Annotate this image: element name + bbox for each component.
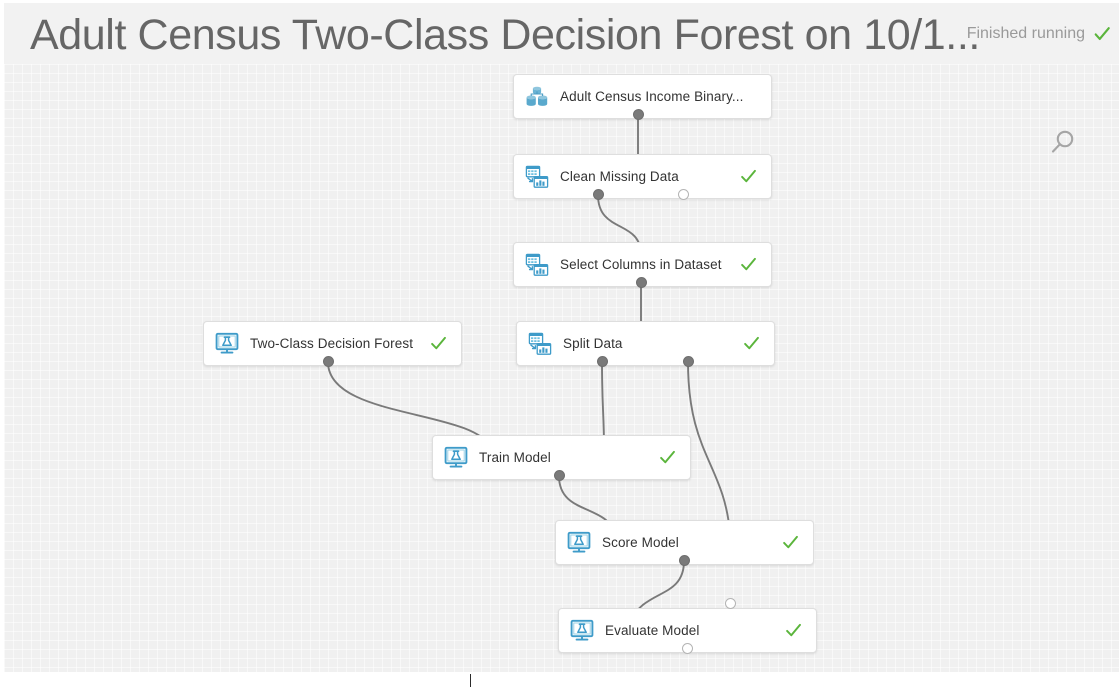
node-label: Train Model (479, 450, 551, 465)
node-label: Evaluate Model (605, 623, 700, 638)
check-icon (786, 623, 801, 637)
check-icon (1094, 27, 1110, 41)
node-label: Clean Missing Data (560, 169, 679, 184)
node-label: Score Model (602, 535, 679, 550)
port-select-columns-in-dataset-bottom[interactable] (635, 276, 647, 288)
port-split-data-bottom[interactable] (596, 355, 608, 367)
text-cursor (470, 674, 471, 687)
port-evaluate-model-top[interactable] (724, 597, 736, 609)
port-evaluate-model-bottom[interactable] (681, 642, 693, 654)
data-transform-icon (525, 253, 549, 276)
bottom-strip (0, 672, 1119, 687)
node-label: Adult Census Income Binary... (560, 89, 744, 104)
experiment-header: Adult Census Two-Class Decision Forest o… (4, 3, 1119, 67)
node-split-data[interactable]: Split Data (516, 321, 775, 366)
check-icon (660, 450, 675, 464)
port-split-data-bottom[interactable] (682, 355, 694, 367)
edge-split-data-to-score-model (687, 361, 735, 535)
data-transform-icon (528, 332, 552, 355)
node-label: Two-Class Decision Forest (250, 336, 414, 351)
port-score-model-bottom[interactable] (678, 554, 690, 566)
status-label: Finished running (966, 25, 1085, 42)
port-train-model-bottom[interactable] (553, 469, 565, 481)
ml-module-icon (444, 446, 468, 468)
page-title: Adult Census Two-Class Decision Forest o… (30, 11, 980, 59)
port-clean-missing-data-bottom[interactable] (677, 188, 689, 200)
ml-module-icon (570, 619, 594, 641)
check-icon (741, 169, 756, 183)
ml-module-icon (567, 531, 591, 553)
node-clean-missing-data[interactable]: Clean Missing Data (513, 154, 772, 199)
port-adult-census-income-binary-bottom[interactable] (632, 108, 644, 120)
port-clean-missing-data-bottom[interactable] (592, 188, 604, 200)
search-icon[interactable] (1046, 126, 1080, 160)
run-status: Finished running (967, 25, 1111, 43)
check-icon (431, 336, 446, 350)
ml-module-icon (215, 332, 239, 354)
check-icon (783, 535, 798, 549)
graph-canvas[interactable]: Adult Census Income Binary... Clean Missi… (4, 64, 1119, 672)
port-two-class-decision-forest-bottom[interactable] (322, 355, 334, 367)
check-icon (744, 336, 759, 350)
node-label: Select Columns in Dataset (560, 257, 722, 272)
node-label: Split Data (563, 336, 623, 351)
check-icon (741, 257, 756, 271)
node-train-model[interactable]: Train Model (432, 435, 691, 480)
dataset-icon (526, 86, 548, 106)
data-transform-icon (525, 165, 549, 188)
